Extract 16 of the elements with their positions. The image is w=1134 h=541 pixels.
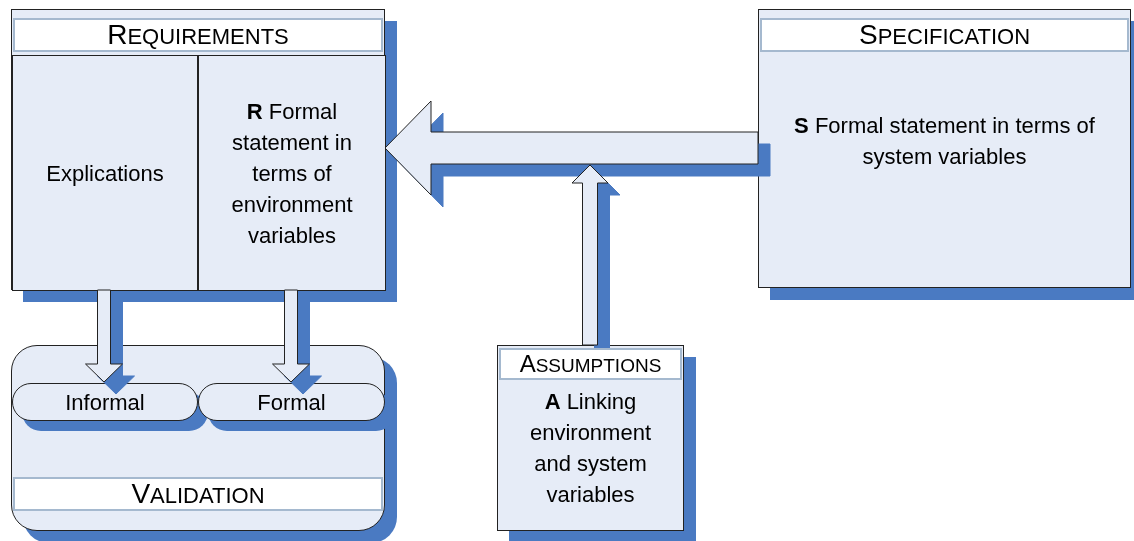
box-label: Informal [65,388,145,417]
panel-heading: ASSUMPTIONS [499,348,682,380]
block-arrow [384,100,759,196]
box-label: Explications [46,159,164,188]
description-text: A Linking environment and system variables [529,389,652,507]
panel-heading: REQUIREMENTS [13,18,383,52]
box-label: R Formal statement in terms of environment variables [230,97,354,250]
cell-box [198,55,386,291]
block-arrow [272,289,310,383]
panel-heading: VALIDATION [13,477,383,511]
box-label: Formal [257,388,326,417]
description-text: S Formal statement in terms of system variables [794,113,1095,169]
block-arrow [85,289,123,383]
cell-box [12,55,198,291]
block-arrow [571,164,609,346]
panel-heading: SPECIFICATION [760,18,1129,52]
